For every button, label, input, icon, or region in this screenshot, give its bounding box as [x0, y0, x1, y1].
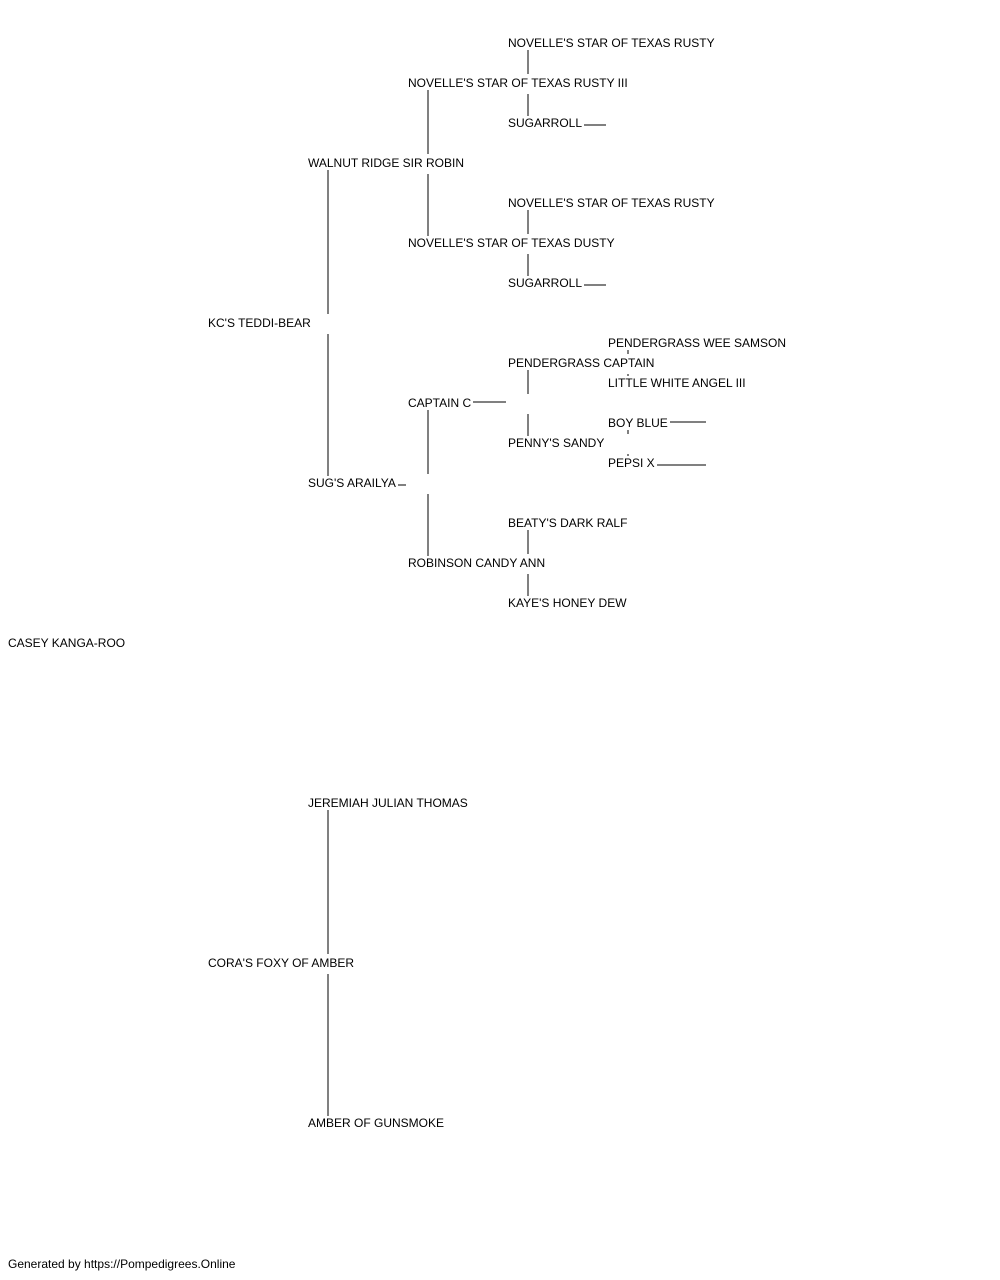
pedigree-node-sire-sire-dam-sire: NOVELLE'S STAR OF TEXAS RUSTY: [508, 196, 717, 210]
pedigree-node-sire-sire-dam: NOVELLE'S STAR OF TEXAS DUSTY: [408, 236, 617, 250]
pedigree-node-sire-sire-sire-sire: NOVELLE'S STAR OF TEXAS RUSTY: [508, 36, 717, 50]
pedigree-node-sire-dam-dam: ROBINSON CANDY ANN: [408, 556, 548, 570]
pedigree-node-sire-dam-sire-sire: PENDERGRASS CAPTAIN: [508, 356, 657, 370]
pedigree-node-sire-dam-sire: CAPTAIN C: [408, 396, 474, 410]
pedigree-node-sire-sire-sire-dam: SUGARROLL: [508, 116, 585, 130]
connector-dam-sire: [327, 801, 406, 954]
pedigree-node-sire-dam-sire-sire-sire: PENDERGRASS WEE SAMSON: [608, 336, 789, 350]
pedigree-node-sire-dam-sire-dam: PENNY'S SANDY: [508, 436, 607, 450]
connector-sire-sire-sire: [427, 81, 506, 154]
pedigree-node-sire: KC'S TEDDI-BEAR: [208, 316, 313, 330]
pedigree-node-sire-dam: SUG'S ARAILYA: [308, 476, 398, 490]
pedigree-node-sire-sire-sire: NOVELLE'S STAR OF TEXAS RUSTY III: [408, 76, 630, 90]
connector-sire-dam-dam: [427, 494, 506, 566]
pedigree-node-dam-dam: AMBER OF GUNSMOKE: [308, 1116, 447, 1130]
connector-sire-dam: [327, 334, 406, 486]
pedigree-node-sire-dam-sire-dam-sire: BOY BLUE: [608, 416, 670, 430]
connector-sire-sire-dam: [427, 174, 506, 246]
pedigree-node-sire-dam-sire-sire-dam: LITTLE WHITE ANGEL III: [608, 376, 748, 390]
connector-sire-dam-sire: [427, 401, 506, 474]
pedigree-node-dam: CORA'S FOXY OF AMBER: [208, 956, 357, 970]
connector-sire-sire: [327, 161, 406, 314]
pedigree-node-dam-sire: JEREMIAH JULIAN THOMAS: [308, 796, 470, 810]
connector-dam-dam: [327, 974, 406, 1126]
pedigree-node-sire-dam-dam-dam: KAYE'S HONEY DEW: [508, 596, 629, 610]
pedigree-node-sire-sire-dam-dam: SUGARROLL: [508, 276, 585, 290]
pedigree-node-sire-sire: WALNUT RIDGE SIR ROBIN: [308, 156, 467, 170]
pedigree-node-sire-dam-sire-dam-dam: PEPSI X: [608, 456, 657, 470]
pedigree-node-sire-dam-dam-sire: BEATY'S DARK RALF: [508, 516, 630, 530]
generated-by-footer: Generated by https://Pompedigrees.Online: [8, 1257, 236, 1271]
pedigree-node-subject: CASEY KANGA-ROO: [8, 636, 128, 650]
